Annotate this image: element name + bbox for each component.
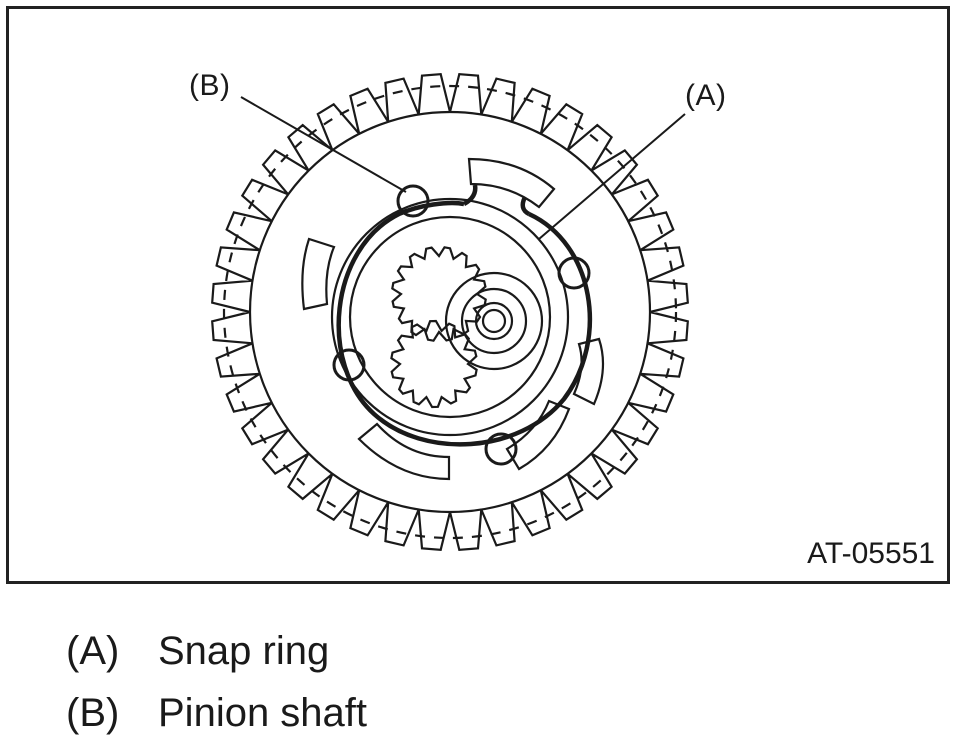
diagram-frame: (B) (A) AT-05551 — [6, 6, 950, 584]
legend-key: (B) — [66, 691, 120, 735]
gear-slot — [572, 337, 605, 406]
figure-id: AT-05551 — [807, 537, 935, 570]
ring-gear-tooth-detail — [222, 84, 678, 540]
pinion-shaft-b4 — [484, 432, 518, 466]
gear-body — [240, 96, 686, 514]
shaft-outer — [444, 271, 544, 371]
snap-ring-end — [520, 195, 531, 217]
legend-label: Snap ring — [158, 629, 330, 673]
snap-ring-end — [462, 184, 478, 206]
callout-a: (A) — [685, 79, 727, 112]
pinion-shaft-b2 — [557, 256, 591, 290]
gear-slot — [301, 237, 336, 311]
leader-line-a — [538, 113, 686, 240]
gear-slot — [357, 422, 451, 481]
snap-ring — [336, 200, 593, 447]
carrier-outer-ring — [330, 197, 570, 437]
planet-gear — [390, 319, 478, 409]
gear-inner-rim — [248, 110, 652, 514]
carrier-inner-ring — [348, 215, 552, 419]
legend-label: Pinion shaft — [158, 691, 368, 735]
shaft-mid — [460, 287, 528, 355]
planet-gear-teeth — [390, 319, 478, 409]
gear-assembly-drawing — [211, 73, 689, 551]
legend-item: (B) Pinion shaft — [66, 682, 367, 744]
legend-item: (A) Snap ring — [66, 620, 367, 682]
legend-key: (A) — [66, 629, 120, 673]
legend: (A) Snap ring (B) Pinion shaft — [66, 620, 367, 744]
shaft-bore — [481, 308, 507, 334]
shaft-inner — [474, 301, 514, 341]
leader-line-b — [240, 96, 407, 193]
gear-slot — [467, 157, 556, 209]
pinion-shaft-b1 — [396, 184, 430, 218]
callout-b: (B) — [189, 69, 231, 102]
pinion-shaft-b3 — [332, 348, 366, 382]
